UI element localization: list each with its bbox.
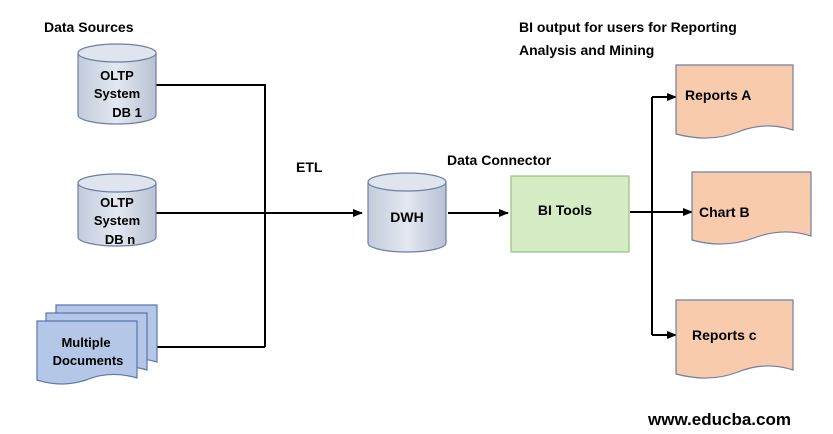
watermark: www.educba.com xyxy=(647,410,791,429)
dbn-line3: DB n xyxy=(105,232,135,247)
db1-connector xyxy=(155,84,266,347)
data-connector-label: Data Connector xyxy=(447,152,552,168)
dbn-line2: System xyxy=(94,213,140,228)
oltp-db1-cylinder: OLTP System DB 1 xyxy=(77,43,157,125)
dwh-label: DWH xyxy=(390,209,423,225)
oltp-dbn-cylinder: OLTP System DB n xyxy=(77,173,157,247)
etl-label: ETL xyxy=(296,159,323,175)
reports-a-doc: Reports A xyxy=(675,64,794,139)
dwh-cylinder: DWH xyxy=(367,172,447,253)
db1-line2: System xyxy=(94,86,140,101)
bi-output-heading-line1: BI output for users for Reporting xyxy=(519,19,737,35)
db1-line1: OLTP xyxy=(100,68,134,83)
dbn-line1: OLTP xyxy=(100,195,134,210)
bi-output-heading-line2: Analysis and Mining xyxy=(519,42,654,58)
chart-b-label: Chart B xyxy=(699,204,750,220)
multiple-documents-shape: Multiple Documents xyxy=(36,304,158,385)
reports-c-doc: Reports c xyxy=(675,299,794,379)
source-connectors xyxy=(155,84,693,348)
documents-line1: Multiple xyxy=(61,335,110,350)
reports-c-label: Reports c xyxy=(692,327,757,343)
bi-tools-box: BI Tools xyxy=(510,175,630,253)
documents-line2: Documents xyxy=(53,353,124,368)
db1-line3: DB 1 xyxy=(112,105,142,120)
reports-a-label: Reports A xyxy=(685,87,751,103)
chart-b-doc: Chart B xyxy=(691,171,812,245)
bi-tools-label: BI Tools xyxy=(538,202,592,218)
data-sources-heading: Data Sources xyxy=(44,19,134,35)
